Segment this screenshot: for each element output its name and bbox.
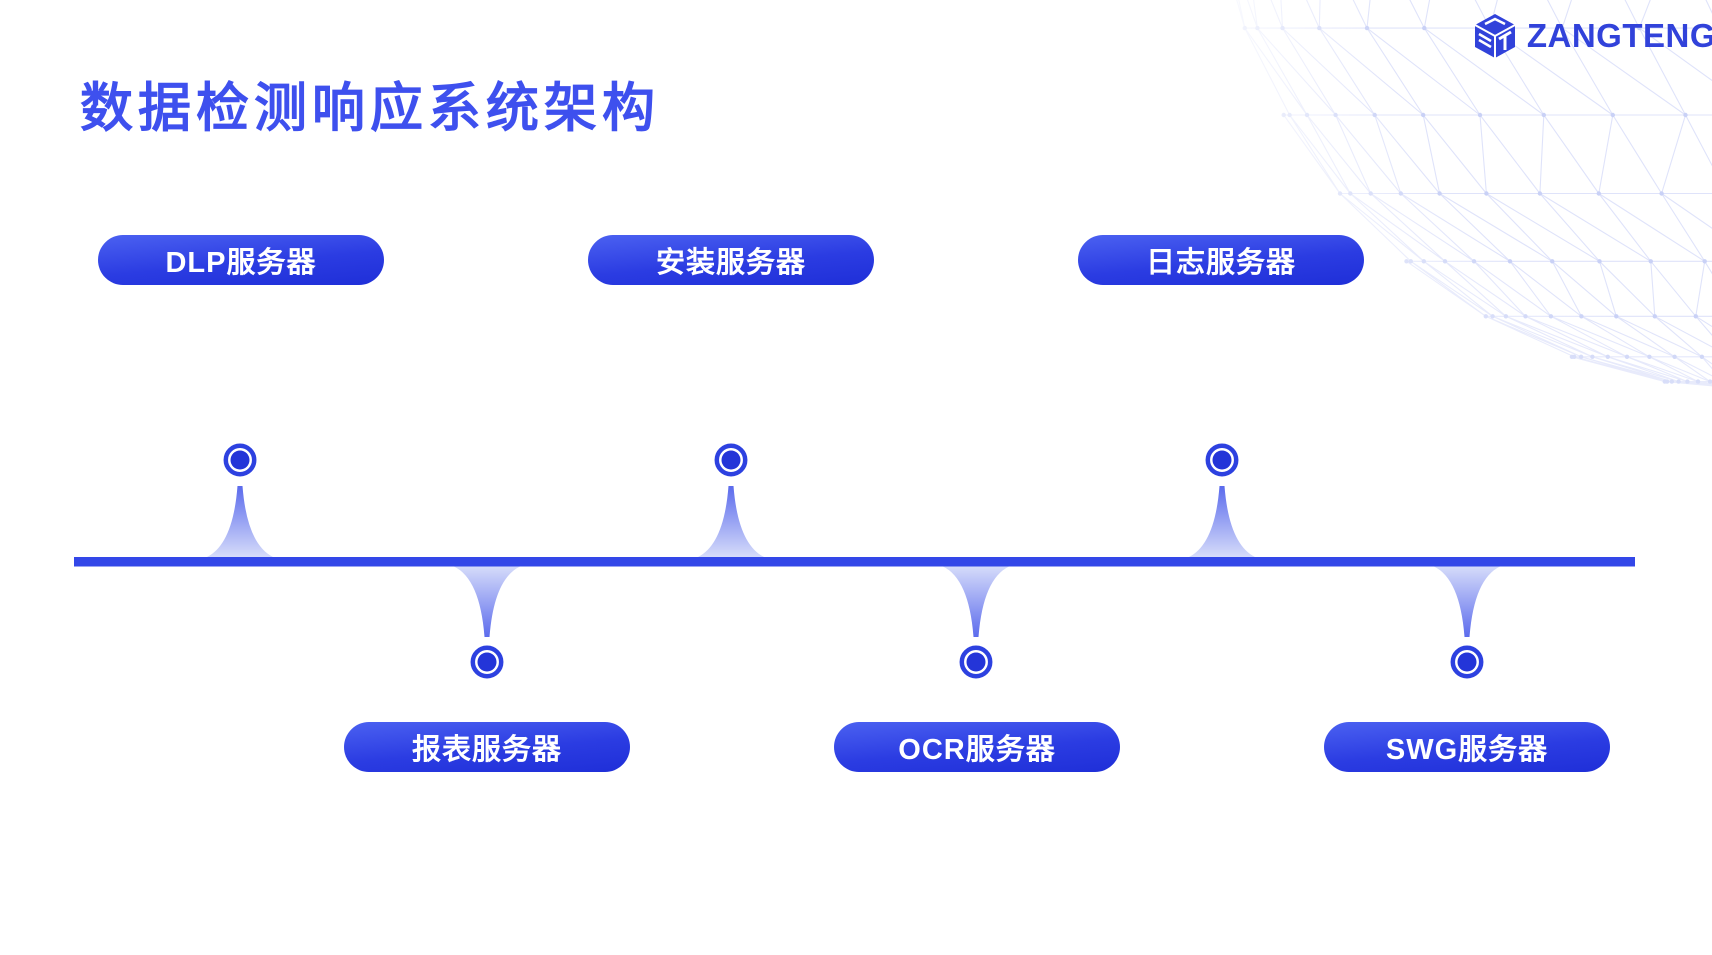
server-pill-install: 安装服务器 bbox=[588, 235, 874, 285]
cube-logo-icon bbox=[1474, 14, 1516, 58]
timeline-node bbox=[223, 443, 257, 477]
server-pill-label: 安装服务器 bbox=[655, 247, 806, 279]
timeline-node bbox=[1450, 645, 1484, 679]
timeline-spike bbox=[1434, 566, 1500, 637]
timeline-spike bbox=[943, 566, 1009, 637]
server-pill-label: OCR服务器 bbox=[898, 734, 1056, 766]
server-pill-dlp: DLP服务器 bbox=[98, 235, 384, 285]
server-pill-label: 报表服务器 bbox=[411, 734, 562, 766]
timeline-node bbox=[714, 443, 748, 477]
server-pill-ocr: OCR服务器 bbox=[834, 722, 1120, 772]
timeline-node bbox=[959, 645, 993, 679]
server-pill-report: 报表服务器 bbox=[344, 722, 630, 772]
timeline-node bbox=[1205, 443, 1239, 477]
server-pill-label: SWG服务器 bbox=[1385, 734, 1549, 766]
timeline-spike bbox=[207, 486, 273, 557]
brand-name: ZANGTENG bbox=[1526, 17, 1712, 54]
timeline-bar bbox=[74, 557, 1635, 567]
server-pill-log: 日志服务器 bbox=[1078, 235, 1364, 285]
page-title: 数据检测响应系统架构 bbox=[80, 79, 660, 138]
timeline-spike bbox=[454, 566, 520, 637]
server-pill-swg: SWG服务器 bbox=[1324, 722, 1610, 772]
timeline-spike bbox=[698, 486, 764, 557]
server-pill-label: 日志服务器 bbox=[1145, 247, 1296, 279]
timeline-node bbox=[470, 645, 504, 679]
server-pill-label: DLP服务器 bbox=[165, 247, 317, 279]
timeline-spike bbox=[1189, 486, 1255, 557]
brand-logo: ZANGTENG bbox=[1471, 12, 1712, 60]
